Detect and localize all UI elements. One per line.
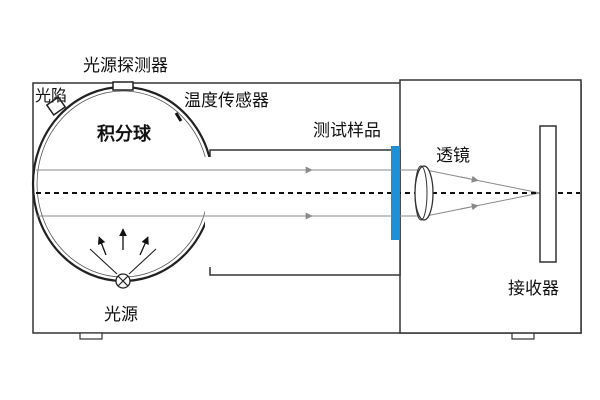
source-cone-right	[128, 248, 157, 275]
label-integrating-sphere: 积分球	[97, 124, 152, 145]
ray-converge-lower	[425, 192, 541, 217]
source-arrow-right	[139, 236, 149, 256]
sphere-port	[205, 157, 217, 267]
label-test-sample: 测试样品	[313, 121, 381, 141]
ray-converge-upper	[425, 169, 541, 194]
lens	[414, 165, 434, 221]
label-light-detector: 光源探测器	[83, 56, 168, 76]
label-light-source: 光源	[104, 305, 138, 325]
label-lens: 透镜	[436, 146, 470, 166]
label-light-trap: 光陷	[35, 86, 67, 105]
cabinet-foot-right	[511, 332, 535, 340]
lamp-cross-2	[117, 275, 129, 287]
source-cone-left	[89, 248, 118, 275]
receiver	[539, 125, 557, 263]
cabinet-foot-left	[79, 332, 103, 340]
ray-converge-lower-arrow	[459, 203, 479, 211]
integrating-sphere	[31, 85, 215, 283]
label-receiver: 接收器	[508, 279, 559, 299]
temperature-sensor-mark	[174, 112, 183, 122]
light-trap-port	[45, 96, 67, 116]
detector-port	[112, 81, 134, 91]
source-arrow-left	[97, 236, 107, 256]
label-temperature-sensor: 温度传感器	[184, 91, 269, 111]
light-channel	[209, 149, 401, 276]
lens-rim	[414, 165, 428, 221]
test-sample	[391, 146, 400, 240]
ray-converge-upper-arrow	[459, 175, 479, 183]
